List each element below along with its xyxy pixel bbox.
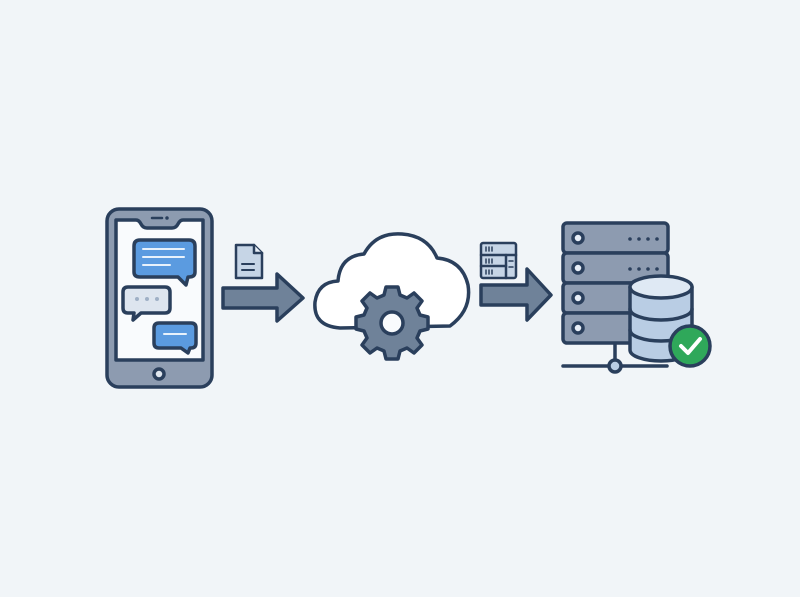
chat-bubble-icon [132, 238, 197, 287]
document-icon [234, 243, 264, 280]
arrow-right-icon [221, 272, 305, 323]
data-table-icon [479, 241, 518, 280]
typing-bubble-icon [121, 285, 172, 322]
check-circle-icon [668, 324, 712, 368]
smartphone-chat-icon [105, 207, 214, 389]
arrow-right-icon [479, 267, 553, 322]
chat-bubble-icon [152, 321, 198, 355]
gear-icon [354, 285, 430, 361]
cloud-gear-icon [313, 232, 471, 361]
